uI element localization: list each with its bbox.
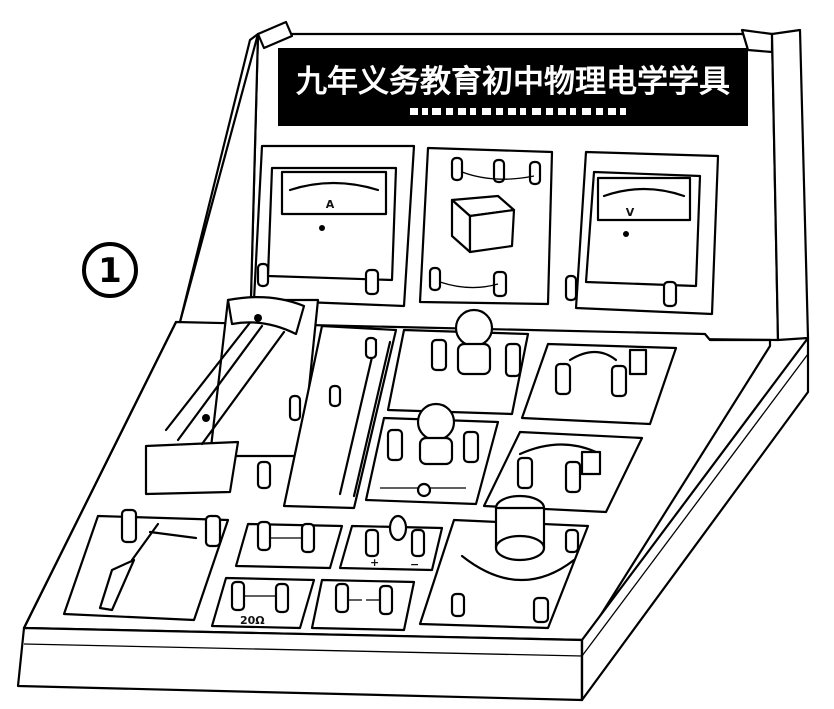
ammeter: A [256,166,398,296]
bulb-holder-upper [430,308,522,378]
component-resistor-b: 20Ω [230,580,290,627]
motor-assembly [450,494,580,624]
slide-rheostat [256,336,392,498]
bulb-holder-lower [380,402,480,498]
title-banner: 九年义务教育初中物理电学学具 [278,48,748,126]
resistor-value: 20Ω [240,614,265,627]
switch-lower [516,443,602,494]
banner-title: 九年义务教育初中物理电学学具 [296,64,730,100]
component-led: + − [364,514,426,571]
figure-marker-number: 1 [98,251,122,291]
plus-mark: + [370,556,379,569]
banner-subtitle-smudge [410,108,626,115]
component-capacitor [334,582,394,616]
component-resistor-a [256,520,316,554]
figure-marker: 1 [82,242,138,298]
upper-panels: A V [252,144,720,316]
knife-switch [98,508,222,612]
lower-panels: + − 20Ω [62,494,590,632]
middle-panels [144,296,678,514]
voltmeter: V [564,170,702,308]
resistor-block [428,156,542,298]
ammeter-symbol: A [326,198,335,211]
voltmeter-symbol: V [626,206,635,219]
switch-upper [554,348,648,398]
minus-mark: − [410,558,419,571]
